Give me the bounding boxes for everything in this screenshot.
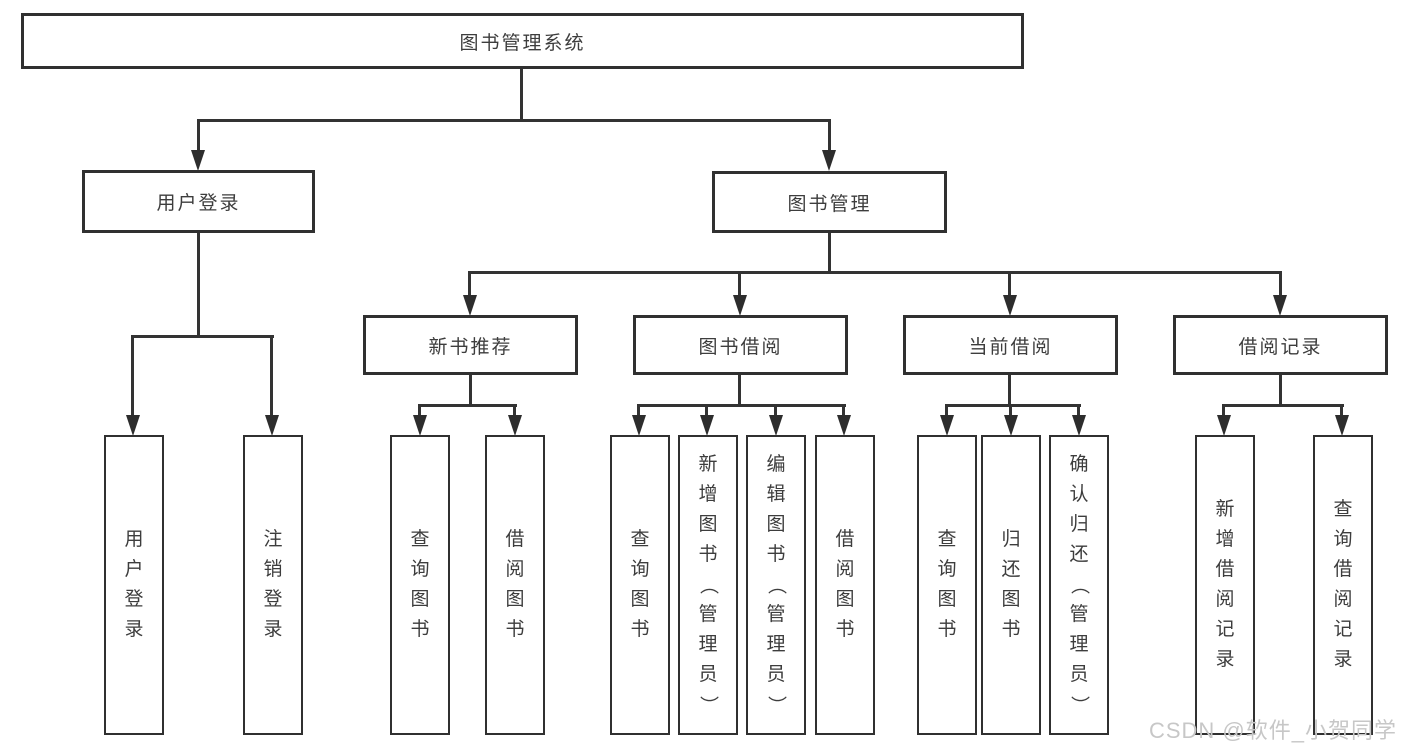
arrow-down-icon (1217, 415, 1231, 436)
node-new-book-recommendation: 新书推荐 (363, 315, 578, 375)
connector-stem (738, 375, 741, 406)
connector-to-user-login (197, 119, 200, 152)
arrow-down-icon (700, 415, 714, 436)
leaf-add-borrow-record: 新增借阅记录 (1195, 435, 1255, 735)
leaf-borrow-books: 借阅图书 (815, 435, 875, 735)
connector-to-leaf (842, 404, 845, 417)
leaf-edit-books-admin: 编辑图书（管理员） (746, 435, 806, 735)
arrow-down-icon (413, 415, 427, 436)
arrow-down-icon (1003, 295, 1017, 316)
connector-to-leaf (131, 335, 134, 417)
connector-rail (1223, 404, 1344, 407)
leaf-add-books-admin: 新增图书（管理员） (678, 435, 738, 735)
connector-book-mgmt-rail (469, 271, 1282, 274)
arrow-down-icon (1335, 415, 1349, 436)
arrow-down-icon (1072, 415, 1086, 436)
leaf-return-books: 归还图书 (981, 435, 1041, 735)
arrow-down-icon (733, 295, 747, 316)
leaf-query-books: 查询图书 (917, 435, 977, 735)
leaf-query-borrow-record: 查询借阅记录 (1313, 435, 1373, 735)
leaf-query-books: 查询图书 (610, 435, 670, 735)
node-user-login: 用户登录 (82, 170, 315, 233)
node-current-borrowing: 当前借阅 (903, 315, 1118, 375)
connector-to-leaf (1009, 404, 1012, 417)
connector-to-leaf (1077, 404, 1080, 417)
arrow-down-icon (265, 415, 279, 436)
connector-to-current-borrow (1008, 271, 1011, 297)
connector-root-rail (197, 119, 831, 122)
arrow-down-icon (463, 295, 477, 316)
connector-stem (469, 375, 472, 406)
connector-user-login-stem (197, 233, 200, 336)
csdn-watermark: CSDN @软件_小贺同学 (1148, 718, 1397, 743)
connector-to-book-borrow (738, 271, 741, 297)
connector-to-leaf (774, 404, 777, 417)
leaf-confirm-return-admin: 确认归还（管理员） (1049, 435, 1109, 735)
connector-to-leaf (418, 404, 421, 417)
node-borrowing-records: 借阅记录 (1173, 315, 1388, 375)
leaf-user-login: 用户登录 (104, 435, 164, 735)
connector-rail (638, 404, 846, 407)
arrow-down-icon (632, 415, 646, 436)
connector-rail (419, 404, 517, 407)
arrow-down-icon (1004, 415, 1018, 436)
connector-to-borrow-records (1279, 271, 1282, 297)
connector-book-mgmt-stem (828, 233, 831, 273)
arrow-down-icon (126, 415, 140, 436)
connector-user-login-rail (132, 335, 274, 338)
node-library-management-system: 图书管理系统 (21, 13, 1024, 69)
arrow-down-icon (837, 415, 851, 436)
connector-to-book-management (828, 119, 831, 152)
connector-to-leaf (270, 335, 273, 417)
arrow-down-icon (508, 415, 522, 436)
connector-to-leaf (1340, 404, 1343, 417)
connector-to-leaf (513, 404, 516, 417)
leaf-query-books: 查询图书 (390, 435, 450, 735)
node-book-management: 图书管理 (712, 171, 947, 233)
leaf-logout: 注销登录 (243, 435, 303, 735)
arrow-down-icon (822, 150, 836, 171)
connector-to-leaf (945, 404, 948, 417)
arrow-down-icon (191, 150, 205, 171)
connector-to-leaf (1222, 404, 1225, 417)
node-book-borrowing: 图书借阅 (633, 315, 848, 375)
connector-stem (1008, 375, 1011, 406)
arrow-down-icon (940, 415, 954, 436)
arrow-down-icon (769, 415, 783, 436)
connector-rail (946, 404, 1081, 407)
arrow-down-icon (1273, 295, 1287, 316)
connector-to-leaf (637, 404, 640, 417)
connector-stem (1279, 375, 1282, 406)
leaf-borrow-books: 借阅图书 (485, 435, 545, 735)
connector-to-leaf (705, 404, 708, 417)
connector-root-stem (520, 69, 523, 120)
connector-to-new-book (468, 271, 471, 297)
